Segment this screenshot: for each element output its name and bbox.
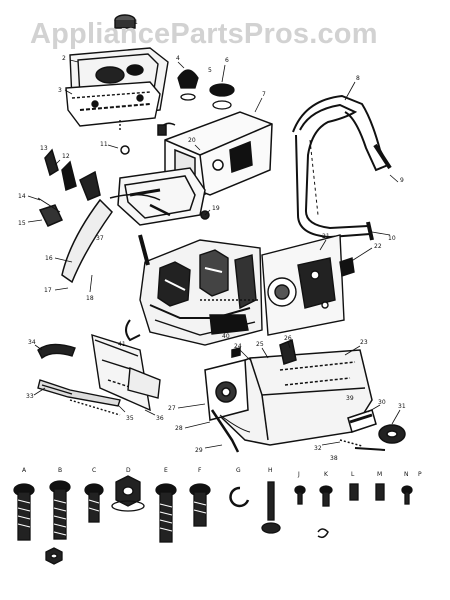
callout-22: 22 — [374, 243, 382, 250]
callout-14: 14 — [18, 193, 26, 200]
fastener-label-g: G — [236, 467, 241, 474]
callout-17: 17 — [44, 287, 52, 294]
fastener-d — [111, 475, 145, 512]
fastener-label-a: A — [22, 467, 27, 474]
fastener-m — [375, 483, 385, 501]
callout-5: 5 — [208, 67, 212, 74]
callout-36: 36 — [156, 415, 164, 422]
callout-20: 20 — [188, 137, 196, 144]
callout-2: 2 — [62, 55, 66, 62]
fastener-label-d: D — [126, 467, 131, 474]
callout-6: 6 — [225, 57, 229, 64]
callout-26: 26 — [284, 335, 292, 342]
fastener-e — [155, 483, 177, 543]
callout-35: 35 — [126, 415, 134, 422]
callout-39: 39 — [346, 395, 354, 402]
fastener-b — [49, 480, 71, 540]
fastener-label-k: K — [324, 471, 329, 478]
callout-1: 1 — [134, 19, 138, 26]
callout-10: 10 — [388, 235, 396, 242]
callout-labels: 1 2 3 4 5 6 7 8 9 10 11 12 13 14 15 16 1… — [18, 19, 406, 462]
fastener-label-h: H — [268, 467, 273, 474]
callout-33: 33 — [26, 393, 34, 400]
air-filter-cover — [65, 14, 169, 130]
callout-29: 29 — [195, 447, 203, 454]
fastener-h — [261, 481, 281, 534]
fastener-f — [189, 483, 211, 527]
callout-12: 12 — [62, 153, 70, 160]
callout-38: 38 — [330, 455, 338, 462]
callout-25: 25 — [256, 341, 264, 348]
fastener-label-l: L — [351, 471, 355, 478]
callout-34: 34 — [28, 339, 36, 346]
chain-brake-guard — [37, 333, 161, 416]
fastener-label-e: E — [164, 467, 168, 474]
callout-23: 23 — [360, 339, 368, 346]
fastener-label-b: B — [58, 467, 62, 474]
callout-27: 27 — [168, 405, 176, 412]
callout-21: 21 — [322, 233, 330, 240]
callout-40: 40 — [222, 333, 230, 340]
callout-37: 37 — [96, 235, 104, 242]
cap-knobs — [177, 69, 235, 110]
callout-8: 8 — [356, 75, 360, 82]
engine-block — [125, 234, 263, 346]
starter-housing — [204, 338, 406, 453]
fastener-c — [84, 483, 104, 523]
fastener-label-c: C — [92, 467, 96, 474]
callout-18: 18 — [86, 295, 94, 302]
callout-24: 24 — [234, 343, 242, 350]
callout-7: 7 — [262, 91, 266, 98]
callout-3: 3 — [58, 87, 62, 94]
hex-nut — [45, 547, 63, 565]
fastener-j — [294, 485, 306, 505]
callout-19: 19 — [212, 205, 220, 212]
callout-31: 31 — [398, 403, 406, 410]
callout-15: 15 — [18, 220, 26, 227]
fastener-label-n: N — [404, 471, 409, 478]
fastener-label-j: J — [297, 471, 300, 478]
callout-16: 16 — [45, 255, 53, 262]
callout-30: 30 — [378, 399, 386, 406]
front-handle-bar — [292, 94, 392, 241]
callout-28: 28 — [175, 425, 183, 432]
fastener-n — [401, 485, 413, 505]
callout-32: 32 — [314, 445, 322, 452]
callout-4: 4 — [176, 55, 180, 62]
callout-11: 11 — [100, 141, 108, 148]
fastener-label-p: P — [418, 471, 422, 478]
fastener-l — [349, 483, 359, 501]
fastener-labels: A B C D E F G H J K L M N P — [22, 467, 422, 478]
callout-13: 13 — [40, 145, 48, 152]
spring-clip — [317, 528, 329, 539]
fastener-label-f: F — [198, 467, 202, 474]
fastener-k — [319, 485, 333, 507]
side-plate — [261, 234, 355, 336]
fastener-a — [13, 483, 35, 541]
leader-lines — [27, 28, 401, 449]
callout-41: 41 — [118, 341, 126, 348]
rear-handle — [37, 145, 210, 284]
fastener-label-m: M — [377, 471, 382, 478]
fastener-row — [13, 475, 413, 565]
fastener-g — [229, 486, 250, 508]
callout-9: 9 — [400, 177, 404, 184]
